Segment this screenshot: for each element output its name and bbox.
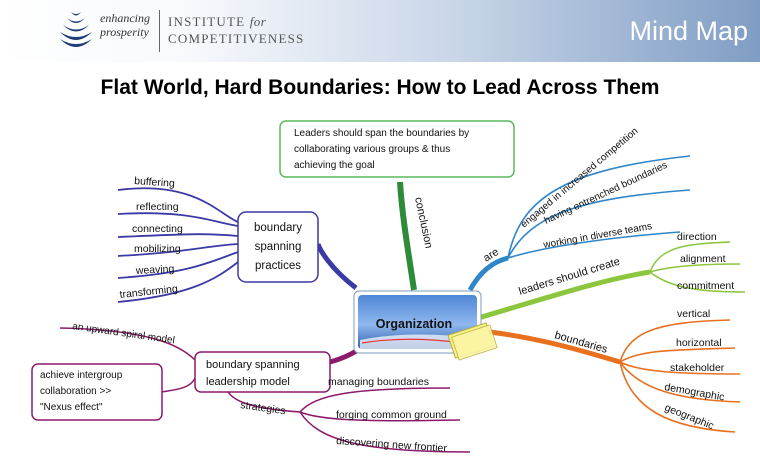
strategy-item: discovering new frontier bbox=[336, 435, 448, 455]
strategy-item: managing boundaries bbox=[328, 376, 429, 388]
practices-box bbox=[237, 211, 319, 283]
are-branch bbox=[467, 155, 691, 292]
practice-item: weaving bbox=[135, 263, 175, 277]
model-box-line-2: leadership model bbox=[206, 376, 290, 388]
are-main-connector bbox=[467, 255, 509, 292]
organization-node: Organization bbox=[353, 290, 498, 361]
nexus-line-1: achieve intergroup bbox=[40, 370, 123, 381]
organization-label: Organization bbox=[376, 317, 452, 331]
nexus-box bbox=[31, 363, 163, 421]
header-divider bbox=[159, 10, 160, 52]
conclusion-line-1: Leaders should span the boundaries by bbox=[294, 128, 469, 139]
practices-box-line-1: boundary bbox=[254, 222, 302, 234]
institute-competitiveness: COMPETITIVENESS bbox=[168, 31, 305, 46]
practices-box-line-3: practices bbox=[255, 260, 301, 272]
leaders-item: direction bbox=[677, 231, 717, 243]
practice-item: reflecting bbox=[136, 201, 179, 213]
institute-name: INSTITUTE for COMPETITIVENESS bbox=[168, 13, 304, 47]
strategies-label: strategies bbox=[240, 399, 287, 417]
page-title: Flat World, Hard Boundaries: How to Lead… bbox=[100, 76, 660, 99]
practice-item: mobilizing bbox=[134, 243, 181, 255]
conclusion-line-2: collaborating various groups & thus bbox=[294, 144, 450, 155]
tagline-line-1: enhancing bbox=[100, 11, 150, 25]
logo-icon bbox=[60, 12, 92, 47]
institute-word: INSTITUTE bbox=[168, 14, 246, 29]
model-box bbox=[194, 351, 331, 393]
tagline: enhancing prosperity bbox=[100, 11, 150, 39]
are-item: engaged in increased competition bbox=[519, 126, 641, 231]
strategy-item: forging common ground bbox=[336, 409, 447, 421]
leaders-main-connector bbox=[477, 269, 651, 321]
conclusion-line-3: achieving the goal bbox=[294, 160, 375, 171]
boundary-item: vertical bbox=[677, 308, 710, 320]
sticky-note-icon bbox=[447, 322, 498, 361]
institute-for: for bbox=[249, 14, 267, 29]
boundary-item: stakeholder bbox=[670, 362, 725, 374]
practices-box-line-2: spanning bbox=[255, 241, 302, 253]
spiral-label: an upward spiral model bbox=[72, 321, 176, 346]
tagline-line-2: prosperity bbox=[100, 25, 149, 39]
nexus-line-2: collaboration >> bbox=[40, 386, 111, 397]
nexus-line-3: "Nexus effect" bbox=[40, 402, 103, 413]
boundary-item: geographic bbox=[663, 402, 716, 433]
model-box-line-1: boundary spanning bbox=[206, 359, 300, 371]
boundary-item: demographic bbox=[663, 381, 725, 403]
mind-map-heading: Mind Map bbox=[629, 16, 748, 46]
practice-item: buffering bbox=[134, 175, 176, 190]
leaders-item: commitment bbox=[677, 280, 734, 292]
leaders-item: alignment bbox=[680, 253, 726, 265]
conclusion-label: conclusion bbox=[412, 196, 435, 249]
conclusion-connector bbox=[397, 181, 417, 291]
practice-item: connecting bbox=[132, 223, 183, 235]
leaders-branch bbox=[477, 241, 746, 321]
header-banner: enhancing prosperity INSTITUTE for COMPE… bbox=[0, 0, 760, 62]
boundary-item: horizontal bbox=[676, 337, 722, 349]
conclusion-box bbox=[279, 120, 515, 178]
practices-branch bbox=[117, 187, 358, 303]
practices-main-connector bbox=[315, 243, 358, 290]
